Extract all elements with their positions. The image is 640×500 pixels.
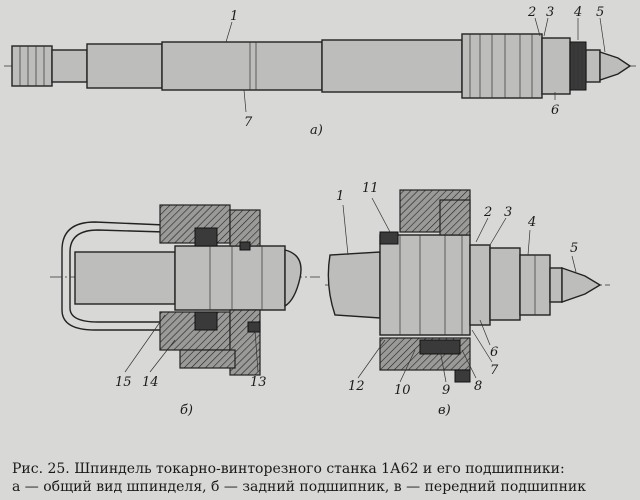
callout-13: 13: [250, 375, 267, 390]
panel-a-label: а): [310, 123, 323, 138]
callout-4: 4: [527, 215, 536, 230]
callout-10: 10: [394, 383, 411, 398]
callout-9: 9: [442, 383, 450, 398]
panel-a-spindle-view: 1 2 3 4 5 6 7 а): [4, 5, 636, 138]
callout-1: 1: [336, 189, 344, 204]
callout-5: 5: [570, 241, 578, 256]
figure-caption: Рис. 25. Шпиндель токарно-винторезного с…: [12, 460, 632, 496]
callout-6: 6: [551, 103, 559, 118]
callout-2: 2: [483, 205, 492, 220]
panel-b-label: б): [180, 403, 193, 418]
callout-11: 11: [362, 181, 379, 196]
callout-14: 14: [142, 375, 159, 390]
callout-2: 2: [527, 5, 536, 20]
callout-7: 7: [244, 115, 253, 130]
callout-4: 4: [573, 5, 582, 20]
callout-12: 12: [348, 379, 365, 394]
callout-6: 6: [490, 345, 498, 360]
caption-line-2: а — общий вид шпинделя, б — задний подши…: [12, 479, 586, 495]
panel-v-label: в): [438, 403, 451, 418]
callout-3: 3: [504, 205, 512, 220]
callout-1: 1: [230, 9, 238, 24]
callout-7: 7: [490, 363, 499, 378]
callout-3: 3: [546, 5, 554, 20]
panel-v-front-bearing: 1 11 2 3 4 5 6 7 8 9 10 12 в): [325, 181, 610, 418]
callout-5: 5: [596, 5, 604, 20]
callout-15: 15: [115, 375, 132, 390]
caption-line-1: Рис. 25. Шпиндель токарно-винторезного с…: [12, 461, 565, 477]
callout-8: 8: [474, 379, 482, 394]
panel-b-rear-bearing: 15 14 13 б): [50, 204, 320, 418]
